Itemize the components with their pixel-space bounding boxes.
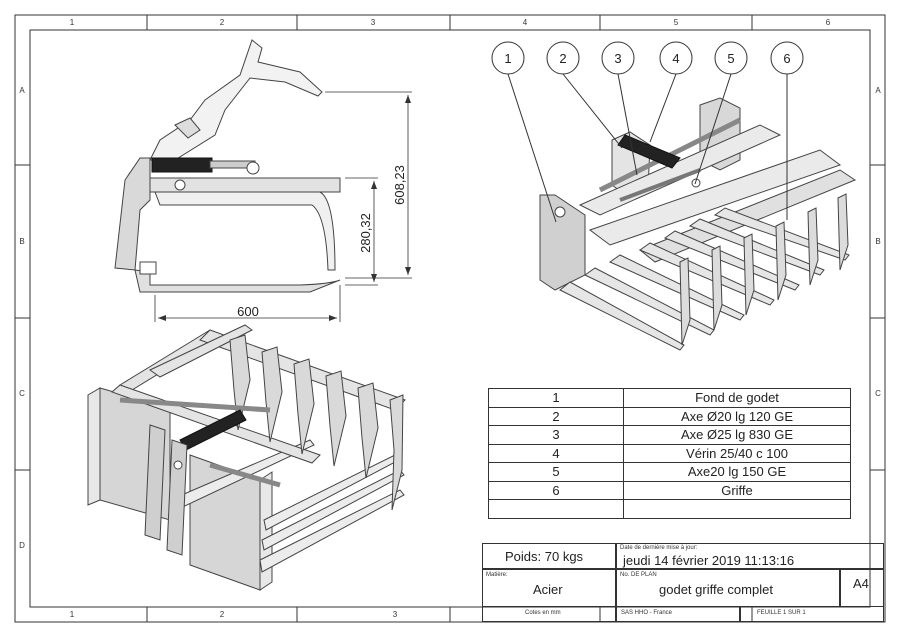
- balloon-4: [659, 41, 693, 75]
- balloon-2: [546, 41, 580, 75]
- bom-num: 2: [488, 406, 624, 426]
- zone-row-c-left: C: [19, 389, 25, 398]
- zone-col-2-top: 2: [220, 18, 225, 27]
- dim-inner-height-label: 280,32: [358, 213, 373, 253]
- balloon-1-label: 1: [504, 51, 511, 66]
- balloon-5: [714, 41, 748, 75]
- zone-row-b-right: B: [875, 237, 880, 246]
- zone-col-1-top: 1: [70, 18, 75, 27]
- zone-row-d-left: D: [19, 541, 25, 550]
- plan-label: No. DE PLAN: [620, 572, 657, 578]
- balloon-3-label: 3: [614, 51, 621, 66]
- zone-row-c-right: C: [875, 389, 881, 398]
- dim-total-height-label: 608,23: [392, 165, 407, 205]
- zone-col-1-bottom: 1: [70, 610, 75, 619]
- balloon-3: [601, 41, 635, 75]
- balloon-1: [491, 41, 525, 75]
- balloon-5-label: 5: [727, 51, 734, 66]
- zone-col-4-top: 4: [523, 18, 528, 27]
- bom-num: 4: [488, 443, 624, 463]
- balloon-group: [491, 41, 804, 223]
- sheet-value: FEUILLE 1 SUR 1: [757, 610, 806, 616]
- side-view: [114, 39, 341, 293]
- zone-ticks: [15, 15, 885, 622]
- balloon-6: [770, 41, 804, 75]
- size-cell: A4: [840, 569, 884, 607]
- zone-col-3-bottom: 3: [393, 610, 398, 619]
- bom-num: 6: [488, 480, 624, 500]
- zone-col-2-bottom: 2: [220, 610, 225, 619]
- date-label: Date de dernière mise à jour:: [620, 545, 698, 551]
- material-label: Matière:: [486, 572, 508, 578]
- balloon-6-label: 6: [783, 51, 790, 66]
- date-cell: Date de dernière mise à jour: jeudi 14 f…: [616, 543, 884, 569]
- bom-desc: Fond de godet: [623, 388, 851, 408]
- weight-value: Poids: 70 kgs: [505, 549, 584, 564]
- bom-desc: [623, 499, 851, 519]
- bom-num: [488, 499, 624, 519]
- zone-row-b-left: B: [19, 237, 24, 246]
- company-cell: SAS HHO - France: [616, 607, 740, 622]
- plan-cell: No. DE PLAN godet griffe complet: [616, 569, 840, 607]
- zone-col-3-top: 3: [371, 18, 376, 27]
- bom-num: 5: [488, 462, 624, 482]
- weight-cell: Poids: 70 kgs: [482, 543, 616, 569]
- bom-row: [488, 499, 851, 519]
- bom-desc: Axe Ø20 lg 120 GE: [623, 406, 851, 426]
- zone-row-a-left: A: [19, 86, 25, 95]
- balloon-2-label: 2: [559, 51, 566, 66]
- bom-desc: Griffe: [623, 480, 851, 500]
- units-value: Cotes en mm: [525, 610, 561, 616]
- dimension-lines: [154, 91, 412, 322]
- bom-num: 3: [488, 425, 624, 445]
- material-value: Acier: [533, 582, 563, 597]
- zone-col-6-top: 6: [826, 18, 831, 27]
- company-value: SAS HHO - France: [621, 610, 673, 616]
- bom-desc: Axe Ø25 lg 830 GE: [623, 425, 851, 445]
- plan-value: godet griffe complet: [659, 582, 773, 597]
- bom-desc: Axe20 lg 150 GE: [623, 462, 851, 482]
- zone-row-a-right: A: [875, 86, 881, 95]
- units-cell: Cotes en mm: [482, 607, 616, 622]
- sheet-cell: FEUILLE 1 SUR 1: [740, 607, 884, 622]
- iso-view-right: [539, 97, 857, 351]
- balloon-4-label: 4: [672, 51, 679, 66]
- date-value: jeudi 14 février 2019 11:13:16: [623, 553, 795, 568]
- size-value: A4: [853, 576, 869, 591]
- bom-desc: Vérin 25/40 c 100: [623, 443, 851, 463]
- material-cell: Matière: Acier: [482, 569, 616, 607]
- iso-view-left: [87, 324, 406, 591]
- bom-num: 1: [488, 388, 624, 408]
- zone-col-5-top: 5: [674, 18, 679, 27]
- dim-width-label: 600: [237, 304, 259, 319]
